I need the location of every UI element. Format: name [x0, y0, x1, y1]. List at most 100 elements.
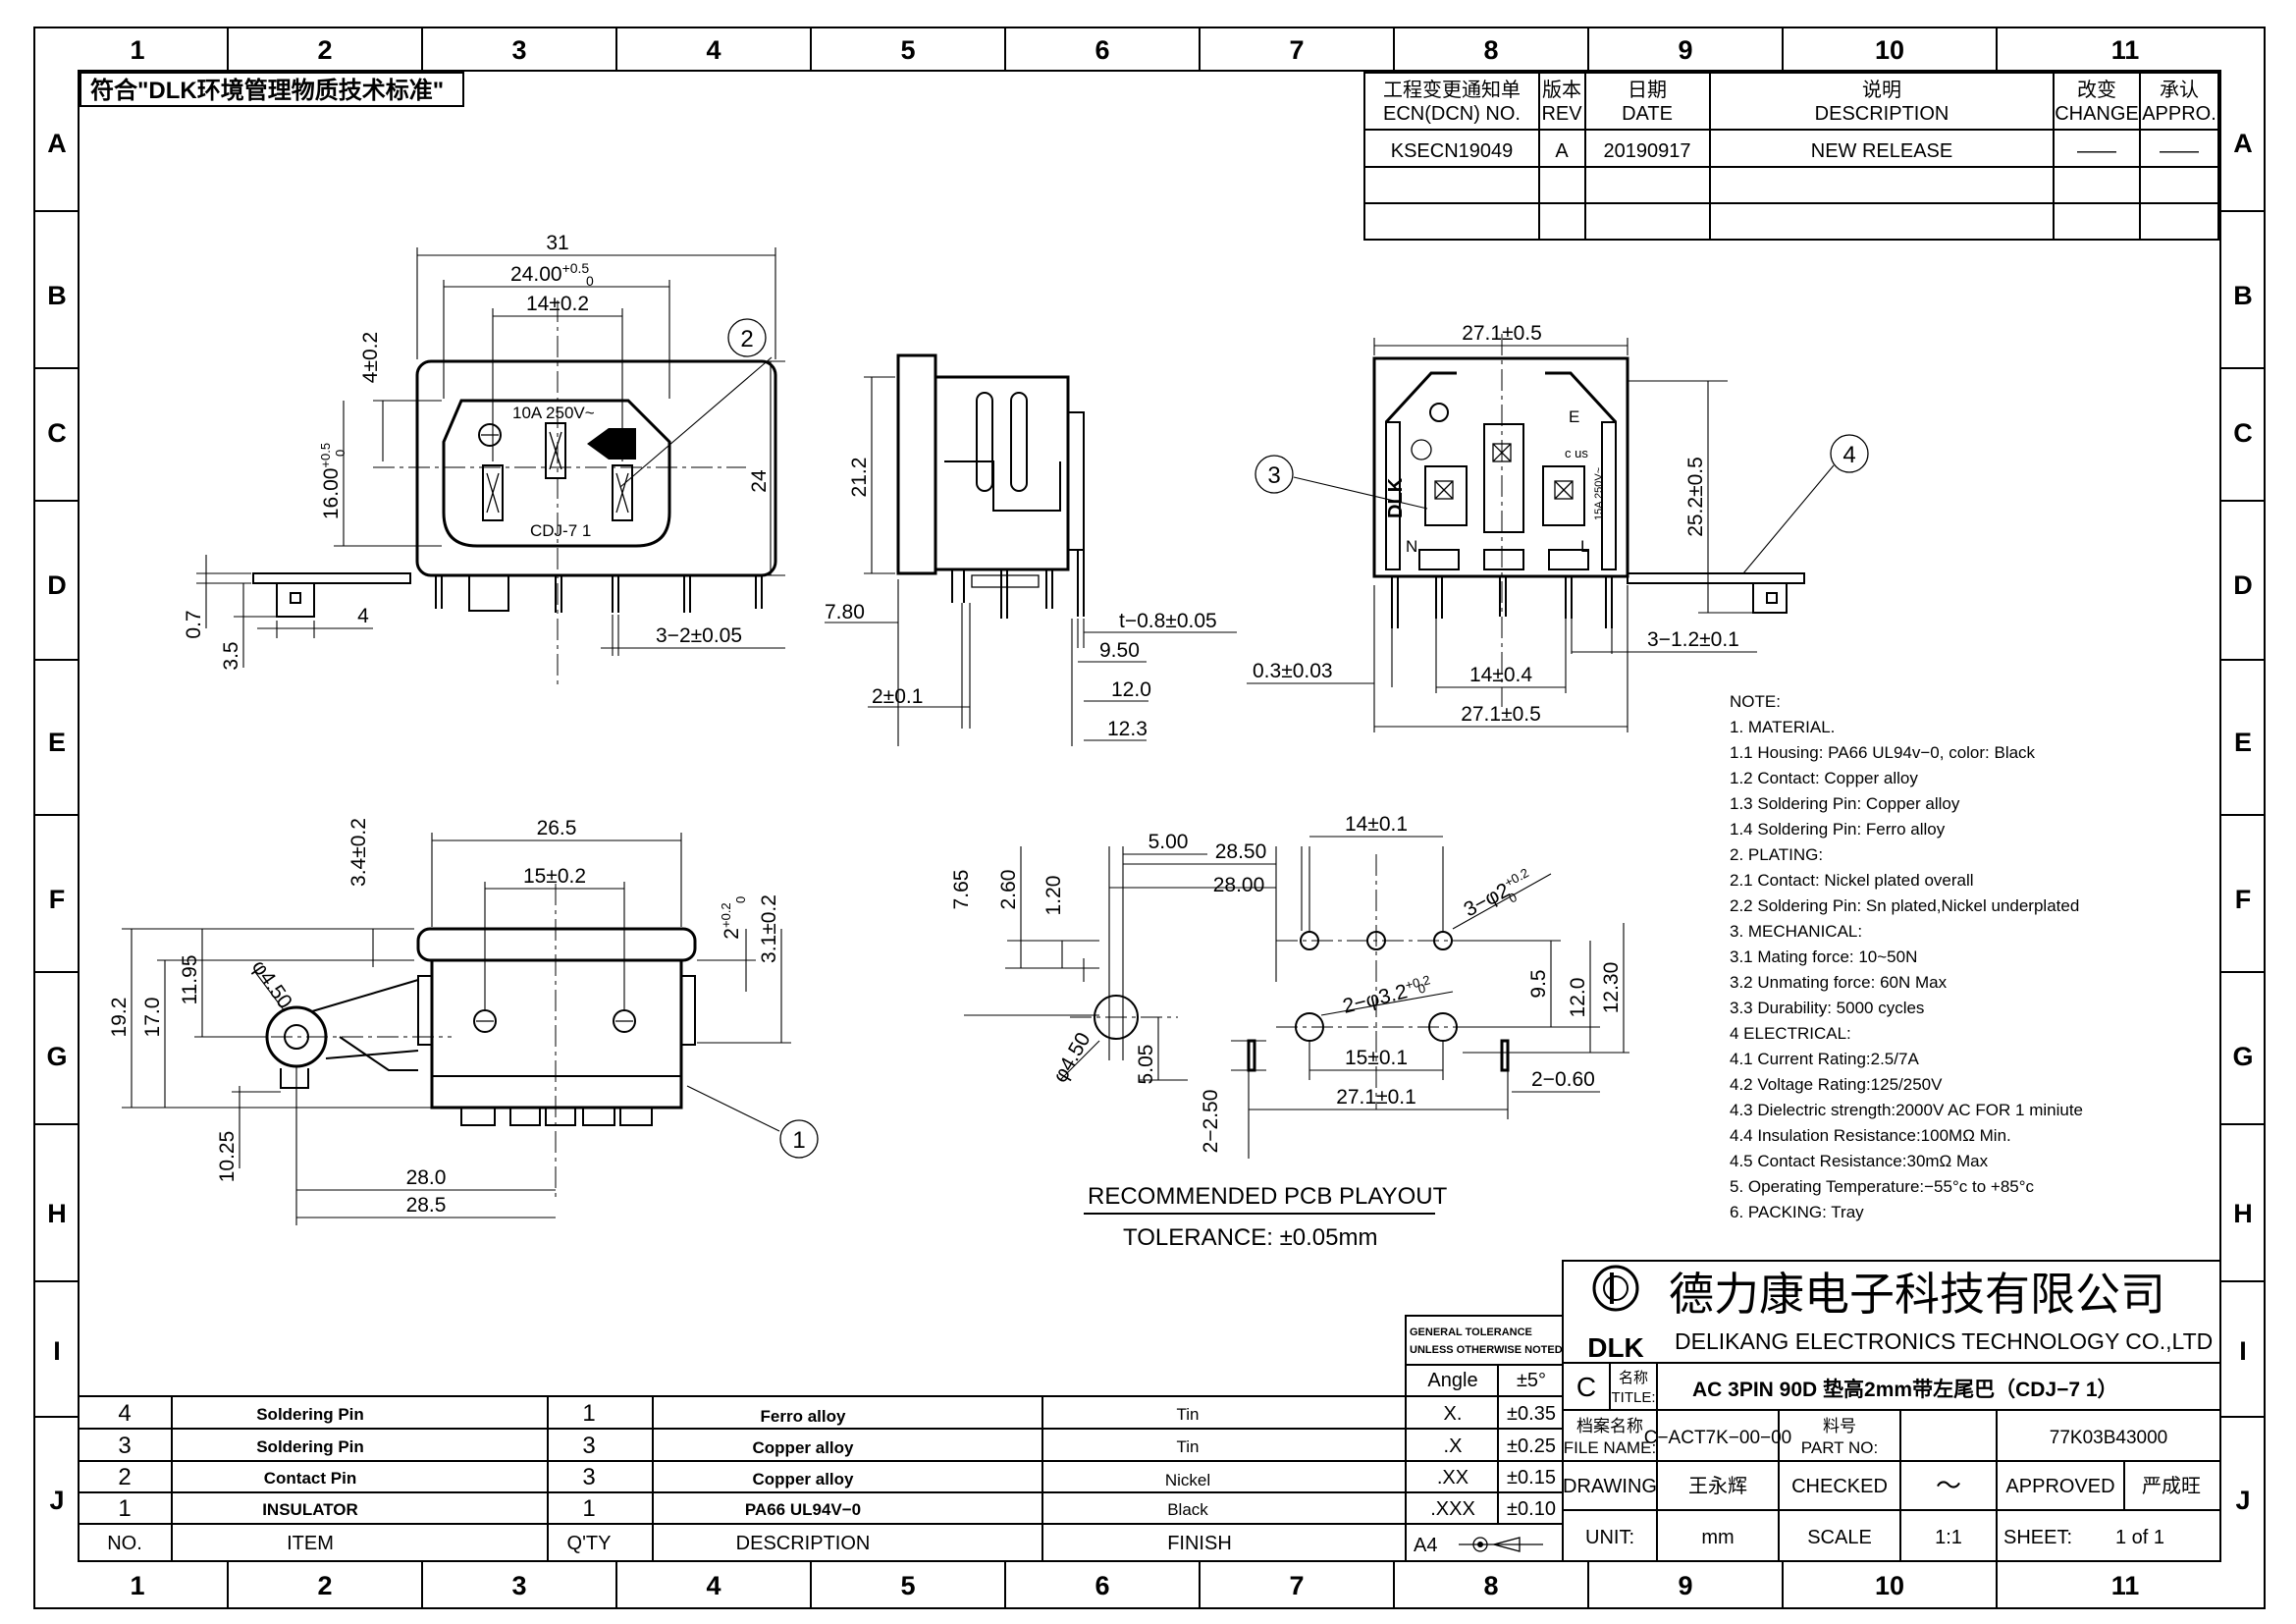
note-line: 6. PACKING: Tray	[1730, 1203, 1864, 1221]
dim-4b: 4	[357, 605, 369, 627]
dim-16: 16.00+0.5	[318, 443, 343, 519]
scale-label: SCALE	[1807, 1527, 1872, 1548]
pcb-dim-120b: 12.0	[1567, 978, 1589, 1018]
note-line: 2.2 Soldering Pin: Sn plated,Nickel unde…	[1730, 896, 2079, 915]
bottom-dim-15: 15±0.2	[523, 865, 586, 888]
tolerance-row-label: X.	[1444, 1403, 1463, 1425]
pcb-layout-title: RECOMMENDED PCB PLAYOUT	[1088, 1183, 1448, 1210]
notes-block: NOTE: 1. MATERIAL. 1.1 Housing: PA66 UL9…	[1730, 692, 2083, 1221]
bom-header-qty: Q'TY	[567, 1533, 612, 1554]
revision-table: 工程变更通知单 ECN(DCN) NO. 版本 REV 日期 DATE 说明 D…	[1363, 72, 2219, 241]
zone-row-label: G	[46, 1042, 67, 1071]
rear-mark-e: E	[1569, 407, 1579, 426]
bom-cell-qty: 3	[582, 1464, 595, 1490]
rear-dim-pin: 3−1.2±0.1	[1647, 628, 1739, 651]
approved-label: APPROVED	[2005, 1476, 2114, 1497]
pcb-dim-060: 2−0.60	[1531, 1068, 1595, 1091]
drawing-by: 王永辉	[1688, 1475, 1747, 1497]
side-dim-2: 2±0.1	[872, 685, 923, 708]
bom-cell-item: Contact Pin	[264, 1469, 356, 1488]
zone-row-label: I	[53, 1336, 61, 1366]
checked-label: CHECKED	[1791, 1476, 1888, 1497]
note-line: NOTE:	[1730, 692, 1781, 711]
bottom-dim-450: φ4.50	[247, 956, 296, 1013]
tolerance-block: GENERAL TOLERANCE UNLESS OTHERWISE NOTED…	[1405, 1315, 1564, 1562]
dim-16-tol-up: +0.5	[318, 443, 333, 468]
bottom-dim-2-tol-dn: 0	[733, 896, 748, 903]
balloon-3: 3	[1267, 462, 1280, 489]
note-line: 4.4 Insulation Resistance:100MΩ Min.	[1730, 1126, 2011, 1145]
pcb-dim-95: 9.5	[1527, 969, 1550, 998]
note-line: 1.3 Soldering Pin: Copper alloy	[1730, 794, 1960, 813]
zone-col-label: 4	[706, 1571, 721, 1600]
zone-row-label: B	[47, 281, 67, 310]
pcb-dim-2850: 28.50	[1215, 840, 1267, 863]
rear-mark-dlk: DLK	[1385, 477, 1407, 518]
checked-by: 〜	[1936, 1471, 1961, 1500]
bottom-dim-280: 28.0	[406, 1166, 447, 1189]
bom-table: 4 Soldering Pin 1 Ferro alloy Tin 3 Sold…	[78, 1395, 1407, 1562]
zone-row-label: H	[2233, 1199, 2253, 1228]
pcb-dim-271: 27.1±0.1	[1336, 1086, 1416, 1109]
rear-dim-14: 14±0.4	[1469, 664, 1532, 686]
rev-header-desc-cn: 说明	[1862, 79, 1901, 101]
bom-header-desc: DESCRIPTION	[736, 1533, 871, 1554]
front-rating-text: 10A 250V~	[512, 404, 595, 422]
bom-cell-no: 3	[118, 1433, 131, 1459]
rear-mark-n: N	[1406, 537, 1417, 556]
dim-24-tol-up: +0.5	[562, 260, 590, 276]
note-line: 4 ELECTRICAL:	[1730, 1024, 1851, 1043]
bom-cell-desc: Ferro alloy	[761, 1407, 846, 1426]
rear-dim-271-top: 27.1±0.5	[1462, 322, 1542, 345]
revision-letter: C	[1576, 1372, 1596, 1402]
rev-header-date-en: DATE	[1622, 103, 1673, 125]
rev-header-appro-cn: 承认	[2160, 79, 2199, 101]
zone-col-label: 7	[1289, 1571, 1304, 1600]
note-line: 3. MECHANICAL:	[1730, 922, 1862, 941]
bom-cell-qty: 3	[582, 1433, 595, 1459]
zone-col-label: 3	[511, 35, 526, 65]
zone-row-label: E	[48, 728, 66, 757]
rev-row-desc: NEW RELEASE	[1811, 140, 1952, 162]
dim-24-tol-dn: 0	[586, 273, 594, 289]
dlk-logo-icon	[1592, 1265, 1639, 1312]
title-block: DLK 德力康电子科技有限公司 DELIKANG ELECTRONICS TEC…	[1562, 1260, 2221, 1562]
note-line: 4.1 Current Rating:2.5/7A	[1730, 1050, 1919, 1068]
note-line: 2.1 Contact: Nickel plated overall	[1730, 871, 1974, 890]
pcb-dim-hole32-tol-up: +0.2	[1404, 972, 1432, 993]
bottom-dim-265: 26.5	[537, 817, 577, 839]
zone-col-label: 10	[1875, 35, 1904, 65]
zone-col-label: 8	[1483, 1571, 1498, 1600]
rev-header-appro-en: APPRO.	[2142, 103, 2216, 125]
pcb-dim-505: 5.05	[1135, 1045, 1157, 1085]
compliance-text: 符合"DLK环境管理物质技术标准"	[90, 77, 444, 104]
zone-col-label: 10	[1875, 1571, 1904, 1600]
bom-cell-no: 1	[118, 1495, 131, 1522]
part-label-en: PART NO:	[1801, 1438, 1878, 1457]
zone-col-label: 7	[1289, 35, 1304, 65]
rev-row-appro: ——	[2160, 140, 2199, 162]
zone-row-label: B	[2233, 281, 2253, 310]
rev-row-date: 20190917	[1604, 140, 1691, 162]
zone-row-label: I	[2239, 1336, 2247, 1366]
bottom-dim-2-tol-up: +0.2	[719, 902, 733, 928]
tolerance-row-value: ±0.35	[1507, 1403, 1556, 1425]
front-view: 10A 250V~ CDJ-7 1	[183, 232, 785, 687]
drawing-title: AC 3PIN 90D 垫高2mm带左尾巴（CDJ−7 1）	[1692, 1378, 2118, 1401]
pcb-dim-hole2-tol-up: +0.2	[1502, 865, 1531, 890]
zone-col-label: 11	[2111, 1571, 2140, 1600]
unit-label: UNIT:	[1585, 1527, 1634, 1548]
side-view: 21.2 7.80 t−0.8±0.05 9.50 12.0 12.3 2±0.…	[825, 353, 1237, 746]
part-label-cn: 料号	[1823, 1417, 1856, 1435]
tolerance-row-label: .X	[1444, 1435, 1463, 1457]
note-line: 1. MATERIAL.	[1730, 718, 1835, 736]
bottom-dim-31: 3.1±0.2	[758, 894, 780, 963]
scale-value: 1:1	[1935, 1527, 1962, 1548]
bom-header-item: ITEM	[287, 1533, 334, 1554]
dim-24: 24.00+0.5	[510, 260, 589, 286]
zone-row-label: A	[2233, 129, 2253, 158]
zone-col-label: 6	[1095, 35, 1109, 65]
dim-h24: 24	[748, 469, 771, 493]
bottom-dim-192: 19.2	[108, 998, 131, 1038]
